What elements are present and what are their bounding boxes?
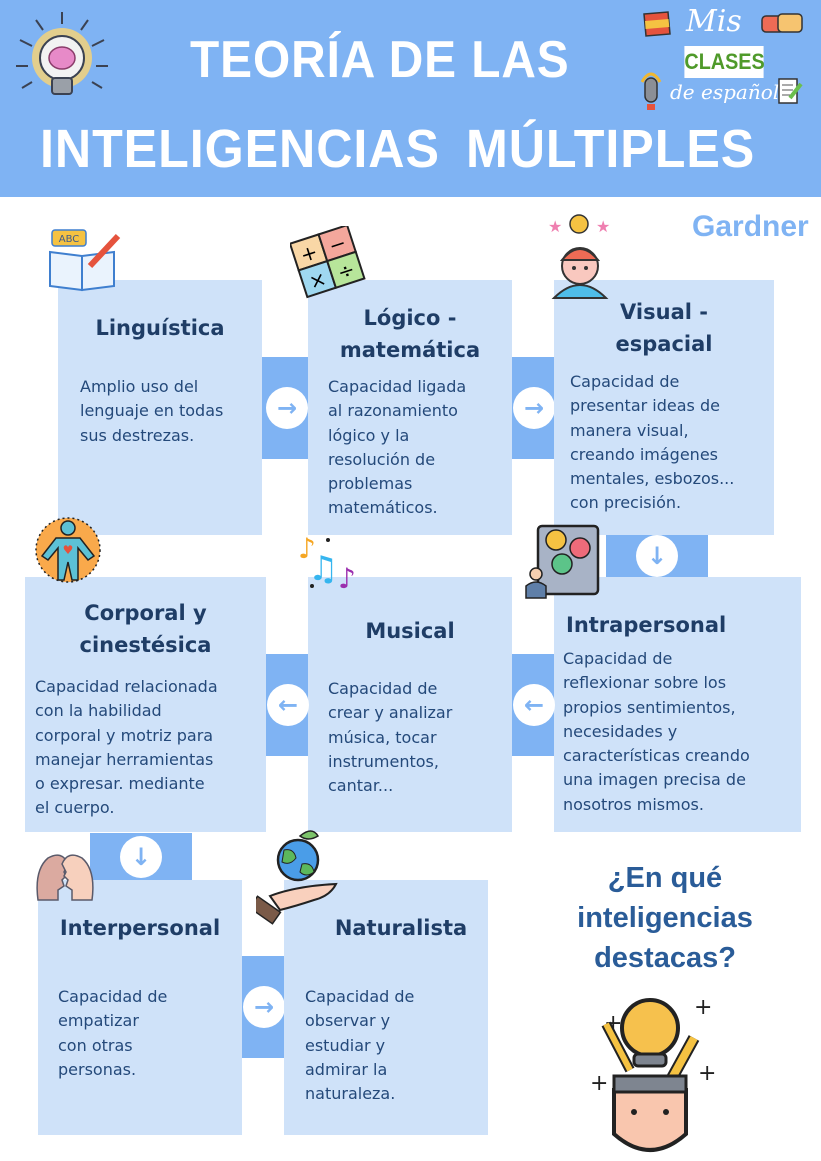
svg-text:−: −: [326, 230, 349, 258]
page-title-line2: INTELIGENCIAS MÚLTIPLES: [40, 119, 756, 179]
arrow-left-icon: ←: [513, 684, 555, 726]
card-corporal-cinestesica: Corporal y cinestésica Capacidad relacio…: [25, 577, 266, 832]
microphone-icon: [640, 72, 662, 110]
svg-text:♥: ♥: [63, 543, 74, 557]
card-intrapersonal: Intrapersonal Capacidad de reflexionar s…: [554, 577, 801, 832]
card-description: Capacidad de observar y estudiar y admir…: [305, 987, 415, 1104]
brand-logo: Mis CLASES de español: [636, 4, 816, 126]
card-logico-matematica: Lógico - matemática Capacidad ligada al …: [308, 280, 512, 535]
card-visual-espacial: Visual - espacial Capacidad de presentar…: [554, 280, 774, 535]
svg-text:×: ×: [306, 266, 329, 294]
chat-bubbles-icon: [761, 13, 803, 33]
music-notes-icon: ♪ ♫ ♪: [298, 532, 356, 592]
card-musical: Musical Capacidad de crear y analizar mú…: [308, 577, 512, 832]
brand-de-espanol: de español: [670, 80, 780, 104]
card-title: Linguística: [95, 316, 225, 340]
notepad-icon: [778, 78, 803, 104]
page-title-line1: TEORÍA DE LAS: [190, 31, 570, 89]
card-title: Interpersonal: [59, 916, 221, 940]
card-description: Capacidad relacionada con la habilidad c…: [35, 677, 218, 818]
svg-text:+: +: [297, 239, 320, 267]
arrow-down-icon: ↓: [636, 535, 678, 577]
brain-lightbulb-icon: [16, 12, 108, 95]
brand-mis: Mis: [686, 4, 742, 39]
closing-question: ¿En qué inteligencias destacas?: [577, 862, 753, 974]
thinking-head-lightbulb-icon: ++++: [590, 995, 716, 1152]
card-title: Lógico - matemática: [339, 306, 481, 362]
spain-flag-icon: [643, 11, 671, 37]
arrow-down-icon: ↓: [120, 836, 162, 878]
card-description: Capacidad de crear y analizar música, to…: [328, 679, 453, 796]
card-title: Visual - espacial: [615, 300, 713, 356]
arrow-right-icon: →: [513, 387, 555, 429]
card-description: Capacidad de empatizar con otras persona…: [58, 987, 168, 1079]
math-operators-icon: + − × ÷: [290, 226, 366, 299]
svg-text:ABC: ABC: [59, 234, 80, 245]
earth-hand-icon: [256, 830, 338, 925]
card-title: Naturalista: [334, 916, 468, 940]
svg-text:+: +: [698, 1061, 716, 1086]
svg-text:★: ★: [596, 217, 610, 236]
card-naturalista: Naturalista Capacidad de observar y estu…: [284, 880, 488, 1135]
idea-head-icon: ★ ★: [548, 214, 610, 299]
svg-text:+: +: [590, 1071, 608, 1096]
card-title: Intrapersonal: [566, 613, 727, 637]
card-description: Capacidad ligada al razonamiento lógico …: [328, 377, 467, 518]
book-pencil-icon: ABC: [49, 229, 121, 292]
card-title: Corporal y cinestésica: [79, 601, 212, 657]
two-faces-icon: [36, 854, 94, 901]
card-description: Capacidad de reflexionar sobre los propi…: [563, 649, 750, 814]
svg-text:÷: ÷: [334, 257, 357, 285]
arrow-right-icon: →: [243, 986, 285, 1028]
emotions-board-icon: [525, 524, 600, 599]
svg-text:♫: ♫: [308, 549, 338, 589]
brand-clases: CLASES: [684, 46, 765, 78]
arrow-right-icon: →: [266, 387, 308, 429]
card-linguistica: Linguística Amplio uso del lenguaje en t…: [58, 280, 262, 535]
card-interpersonal: Interpersonal Capacidad de empatizar con…: [38, 880, 242, 1135]
card-description: Amplio uso del lenguaje en todas sus des…: [80, 377, 224, 445]
header-banner: TEORÍA DE LAS INTELIGENCIAS MÚLTIPLES Mi…: [0, 0, 821, 197]
svg-text:♪: ♪: [338, 562, 356, 592]
card-description: Capacidad de presentar ideas de manera v…: [570, 372, 735, 513]
arrow-left-icon: ←: [267, 684, 309, 726]
svg-text:♪: ♪: [298, 532, 316, 565]
author-label: Gardner: [692, 210, 809, 243]
card-title: Musical: [365, 619, 455, 643]
svg-text:+: +: [694, 995, 712, 1020]
svg-text:★: ★: [548, 217, 562, 236]
body-heart-icon: ♥: [35, 517, 101, 583]
